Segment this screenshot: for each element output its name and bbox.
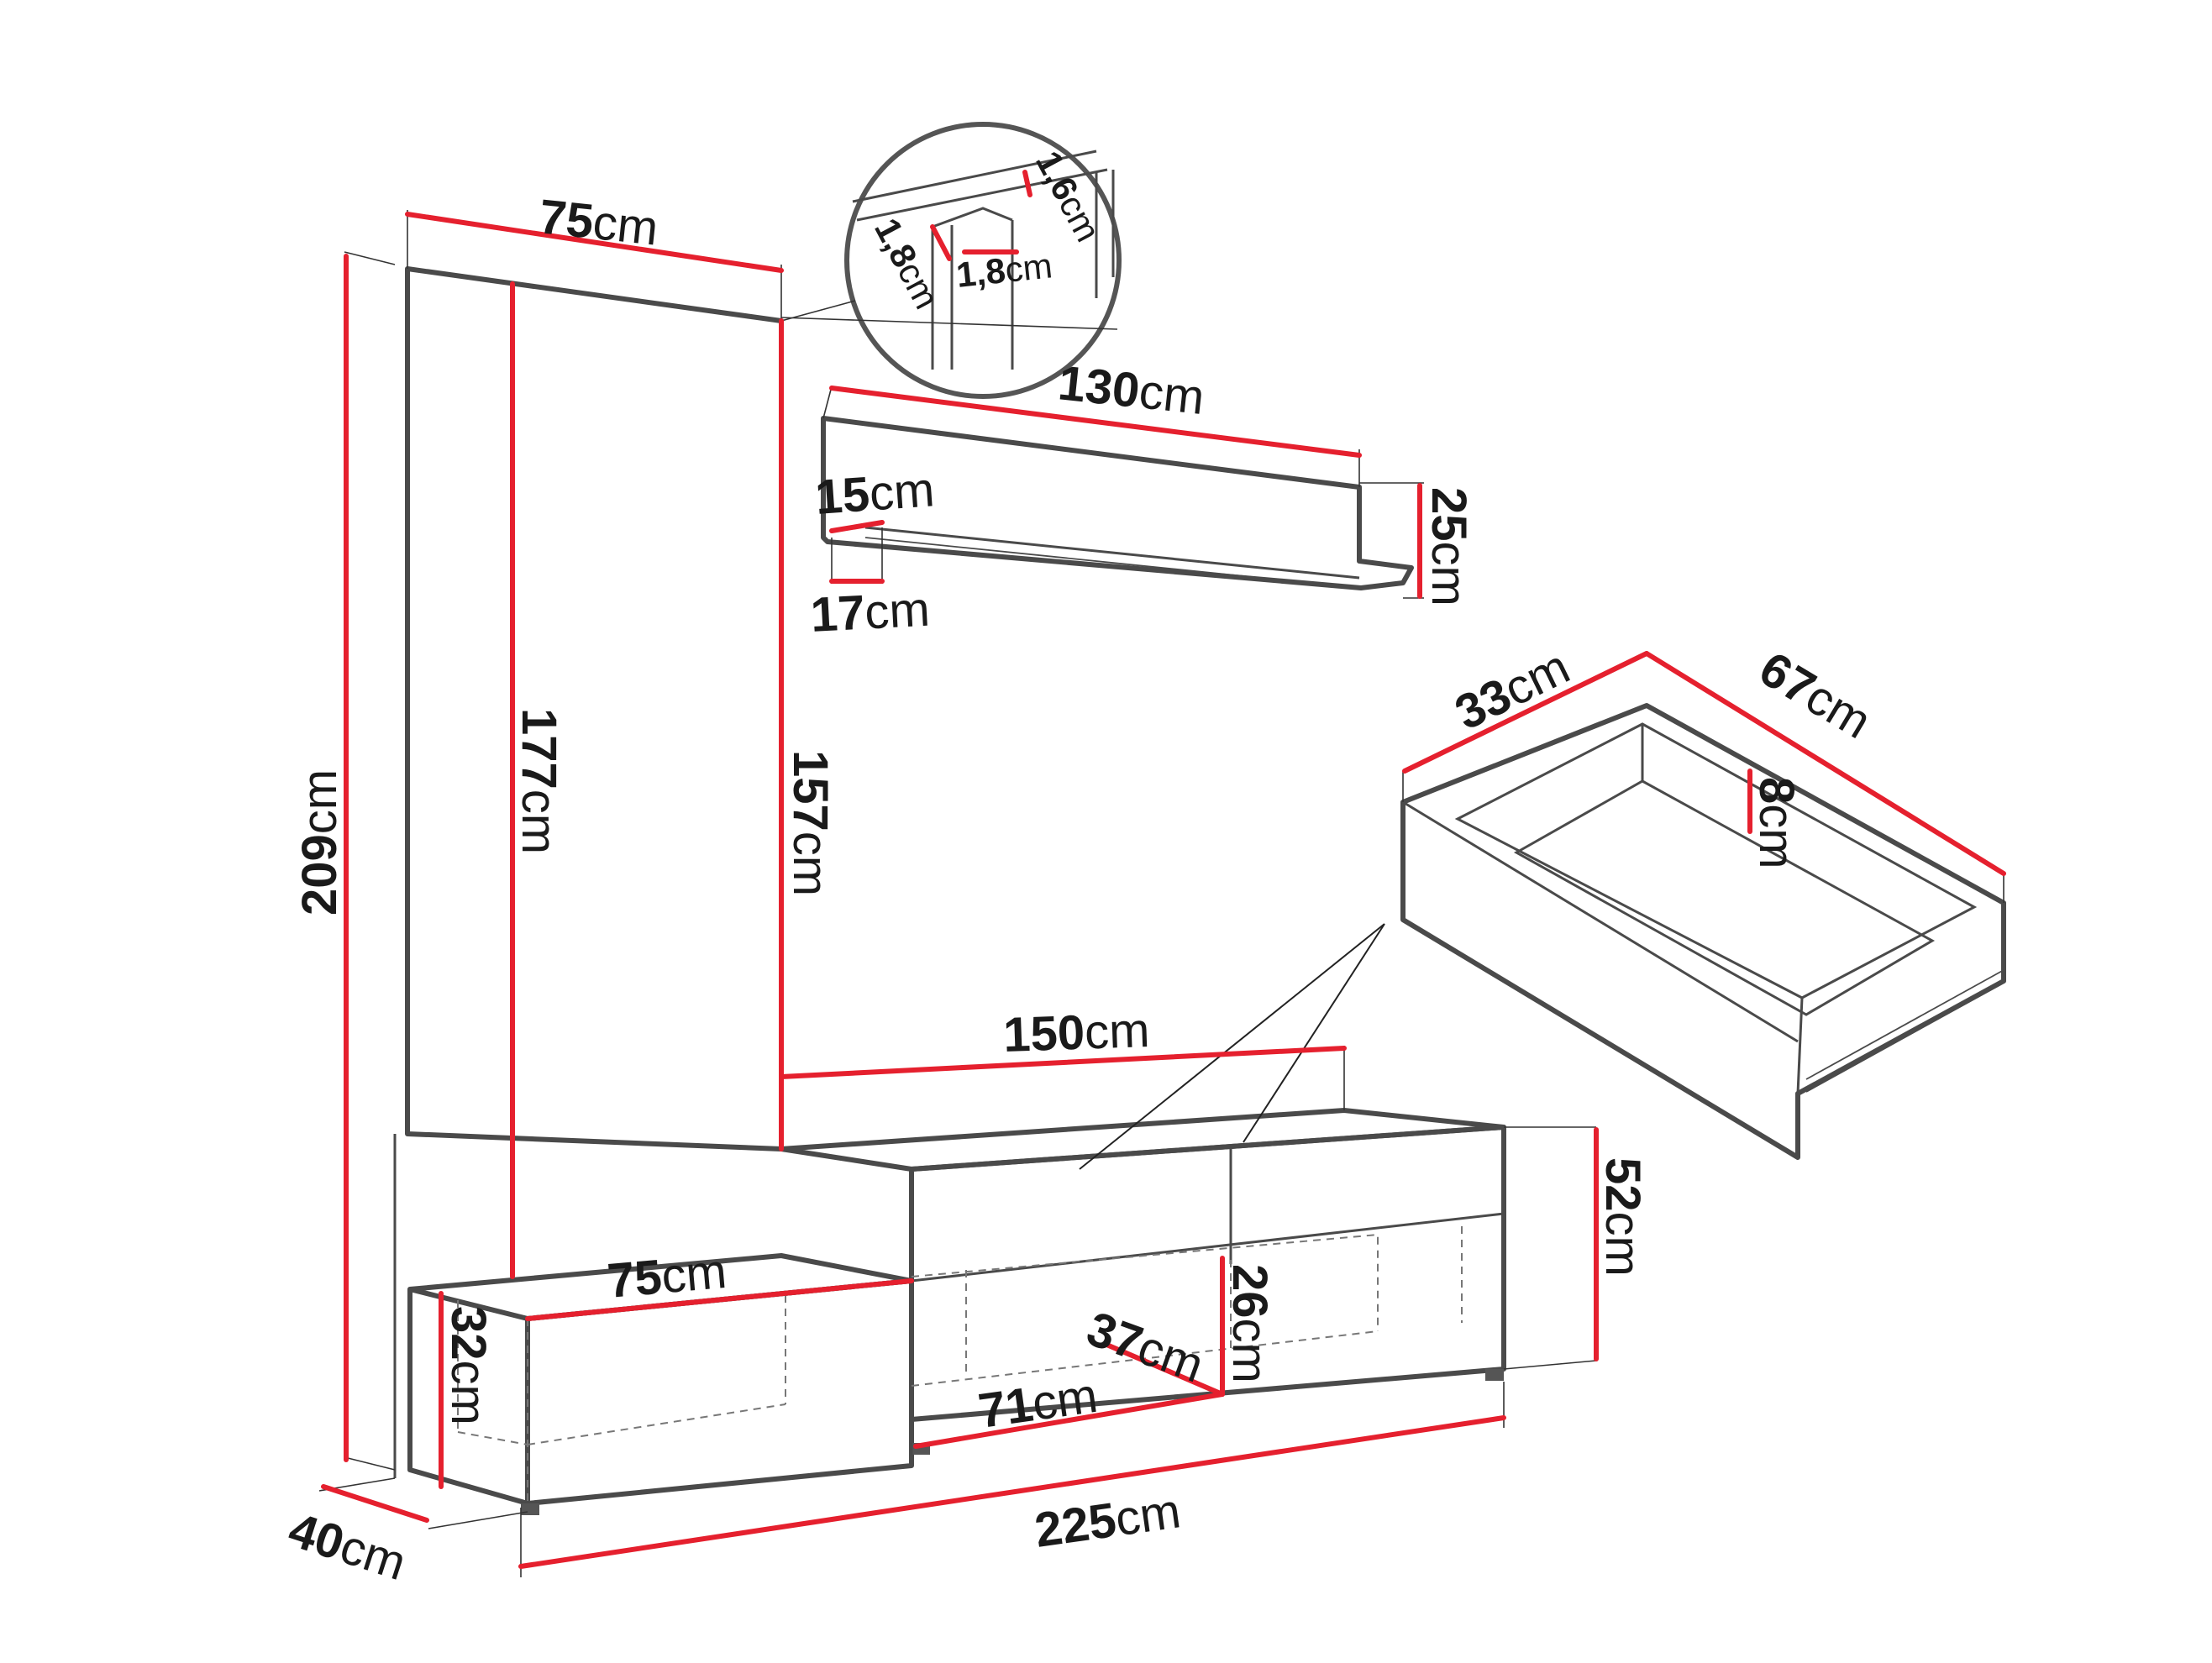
label-cabinet-width: 150cm — [1002, 1003, 1150, 1062]
dim-line-low-width — [525, 1278, 914, 1321]
wall-shelf — [821, 416, 1414, 590]
dim-line-cabinet-width — [779, 1046, 1347, 1079]
label-cabinet-height: 52cm — [1595, 1157, 1650, 1277]
label-tall-height: 209cm — [292, 769, 347, 915]
label-niche-depth: 37cm — [1080, 1301, 1211, 1393]
leader-line-2 — [1243, 923, 1385, 1143]
label-total-width: 225cm — [1032, 1483, 1184, 1558]
dim-line-drawer-depth — [1402, 651, 1649, 774]
detail-board-top — [852, 150, 1097, 203]
detail-board-cap — [932, 207, 1013, 228]
label-shelf-lip: 15cm — [813, 462, 936, 525]
drawer-front-edge — [1796, 997, 1804, 1094]
dim-line-drawer-width — [1644, 651, 2006, 876]
dim-line-total-width — [518, 1415, 1506, 1569]
ext-40-b — [428, 1511, 528, 1529]
label-low-width: 75cm — [605, 1244, 728, 1309]
label-shelf-width: 130cm — [1056, 355, 1207, 425]
label-wall-height: 157cm — [783, 750, 838, 896]
detail-board-top-2 — [856, 168, 1108, 222]
low-unit-hidden-edge-5 — [457, 1431, 528, 1445]
label-door-height: 177cm — [512, 708, 566, 854]
dim-line-niche-width — [913, 1392, 1225, 1449]
wall-shelf-outline — [821, 416, 1414, 590]
tall-cabinet-front — [405, 266, 784, 1152]
label-drawer-width: 67cm — [1750, 641, 1880, 749]
ext-209-top — [344, 251, 396, 265]
detail-connector — [780, 317, 1118, 330]
drawer-runner — [1805, 969, 2004, 1080]
drawer-outline — [1400, 703, 2006, 1160]
wall-shelf-lip-2 — [864, 537, 1360, 589]
label-niche-height: 26cm — [1222, 1264, 1277, 1383]
dim-line-shelf-width — [829, 386, 1362, 458]
dim-line-tall-width — [405, 212, 784, 273]
label-low-height: 32cm — [441, 1306, 496, 1425]
label-niche-width: 71cm — [975, 1368, 1101, 1439]
detail-connector-2 — [780, 300, 856, 322]
sideboard-front — [909, 1125, 1506, 1422]
ext-52-bot — [1503, 1360, 1597, 1370]
ext-130-left — [822, 386, 833, 419]
drawer-inner-rim — [1454, 722, 1978, 999]
low-unit-foot — [521, 1503, 539, 1515]
detail-dim-1 — [1022, 170, 1032, 197]
board-thickness-detail — [780, 122, 1122, 399]
dim-line-niche-depth — [1102, 1341, 1225, 1397]
label-board-c: 1,8cm — [954, 245, 1054, 295]
detail-circle — [844, 122, 1122, 399]
ext-209-bot — [344, 1456, 396, 1471]
wall-shelf-lip — [864, 526, 1360, 580]
sideboard-foot-right — [1485, 1369, 1504, 1381]
sideboard-niche-back — [911, 1233, 1379, 1331]
label-tall-width: 75cm — [537, 189, 661, 255]
leader-line-1 — [1079, 923, 1385, 1170]
dim-line-shelf-lip — [829, 520, 885, 533]
drawer-floor — [1513, 779, 1936, 1016]
drawer-runner-2 — [1805, 982, 2004, 1093]
sideboard-drawer-line — [911, 1212, 1505, 1283]
label-shelf-depth: 17cm — [809, 582, 931, 643]
label-drawer-height: 8cm — [1749, 777, 1804, 869]
label-drawer-depth: 33cm — [1447, 639, 1578, 741]
low-unit-side — [407, 1289, 528, 1506]
drawer-detail — [1400, 703, 2006, 1160]
label-depth: 40cm — [282, 1503, 412, 1592]
low-unit-hidden-edge-4 — [527, 1403, 786, 1445]
dim-line-depth — [321, 1484, 429, 1523]
drawer-front-top — [1402, 800, 1799, 1043]
label-shelf-height: 25cm — [1421, 487, 1476, 606]
detail-dim-2 — [930, 224, 952, 261]
